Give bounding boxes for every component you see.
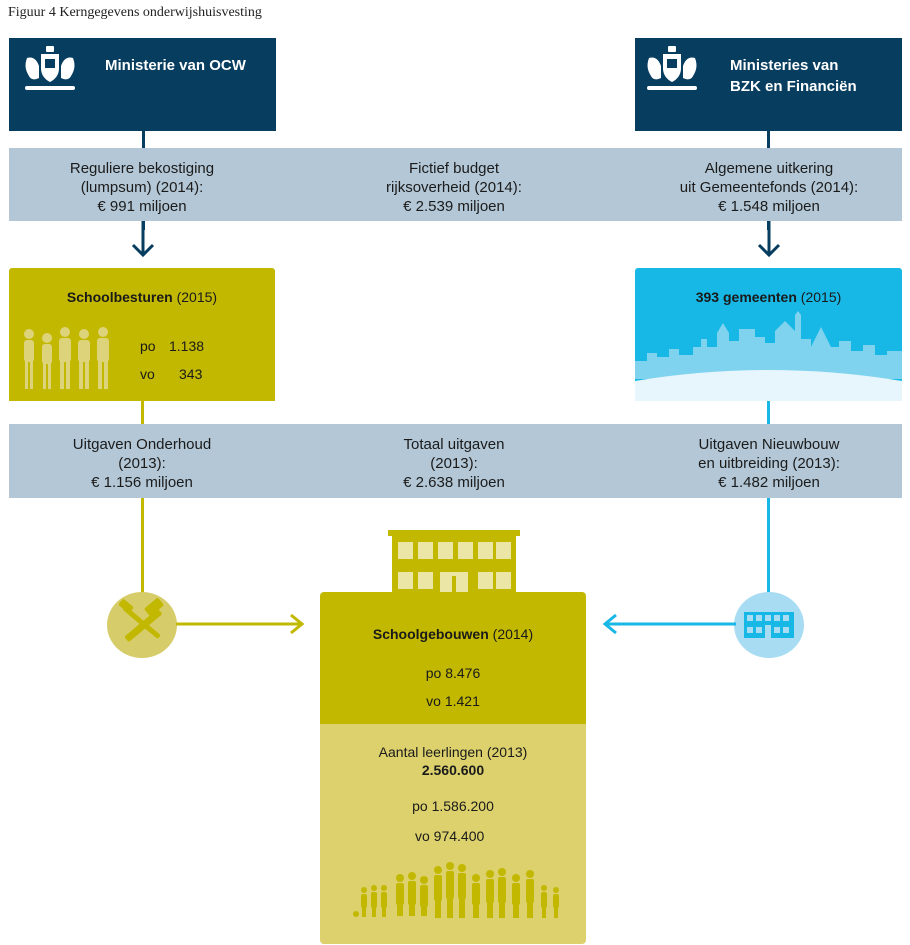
people-silhouettes-icon [24,327,109,389]
schoolbesturen-vo-label: vo [140,366,155,382]
ministry-bzk-name: Ministeries van BZK en Financiën [730,57,857,95]
leerlingen-po: po 1.586.200 [412,798,494,814]
city-skyline-icon [635,311,902,401]
schoolgebouwen-box: Schoolgebouwen (2014) po 8.476 vo 1.421 [320,592,586,724]
schoolgebouwen-po: po 8.476 [425,665,481,681]
nieuwbouw-circle [734,592,804,658]
leerlingen-vo: vo 974.400 [415,828,485,844]
leerlingen-total: 2.560.600 [421,762,485,778]
gemeenten-box: 393 gemeenten (2015) [635,268,902,401]
schoolbesturen-po-label: po [140,338,156,354]
ministry-bzk-box: Ministeries van BZK en Financiën [635,38,902,131]
band1-center-text: Fictief budget rijksoverheid (2014): € 2… [386,160,522,215]
funding-band: Reguliere bekostiging (lumpsum) (2014): … [9,148,902,221]
band2-center-text: Totaal uitgaven (2013): € 2.638 miljoen [403,436,505,491]
band2-left-text: Uitgaven Onderhoud (2013): € 1.156 miljo… [72,436,212,491]
schoolbesturen-box: Schoolbesturen (2015) po 1.138 vo 343 [9,268,275,401]
leerlingen-title: Aantal leerlingen (2013) [378,744,528,760]
schoolbesturen-vo-value: 343 [179,366,203,382]
arrow-down-icon [757,221,781,258]
schoolbesturen-po-value: 1.138 [169,338,205,354]
schoolbesturen-title: Schoolbesturen (2015) [66,289,218,305]
band2-right-text: Uitgaven Nieuwbouw en uitbreiding (2013)… [698,436,840,491]
ministry-ocw-box: Ministerie van OCW [9,38,276,131]
arrow-down-icon [131,221,155,258]
figure-title: Figuur 4 Kerngegevens onderwijshuisvesti… [8,5,262,20]
arrow-left-icon [602,613,736,635]
rijksoverheid-crest-icon [647,46,697,90]
gemeenten-title: 393 gemeenten (2015) [695,289,842,305]
spending-band: Uitgaven Onderhoud (2013): € 1.156 miljo… [9,424,902,498]
band1-right-text: Algemene uitkering uit Gemeentefonds (20… [679,160,859,215]
schoolgebouwen-title: Schoolgebouwen (2014) [372,626,534,642]
schoolgebouwen-vo: vo 1.421 [426,693,480,709]
arrow-right-icon [176,613,305,635]
ministry-ocw-name: Ministerie van OCW [105,57,246,74]
building-icon [744,612,794,638]
onderhoud-circle [107,592,177,658]
leerlingen-box: Aantal leerlingen (2013) 2.560.600 po 1.… [320,724,586,944]
band1-left-text: Reguliere bekostiging (lumpsum) (2014): … [69,160,215,215]
hammer-screwdriver-icon [118,598,164,642]
crowd-silhouettes-icon [353,862,559,918]
rijksoverheid-crest-icon [25,46,75,90]
